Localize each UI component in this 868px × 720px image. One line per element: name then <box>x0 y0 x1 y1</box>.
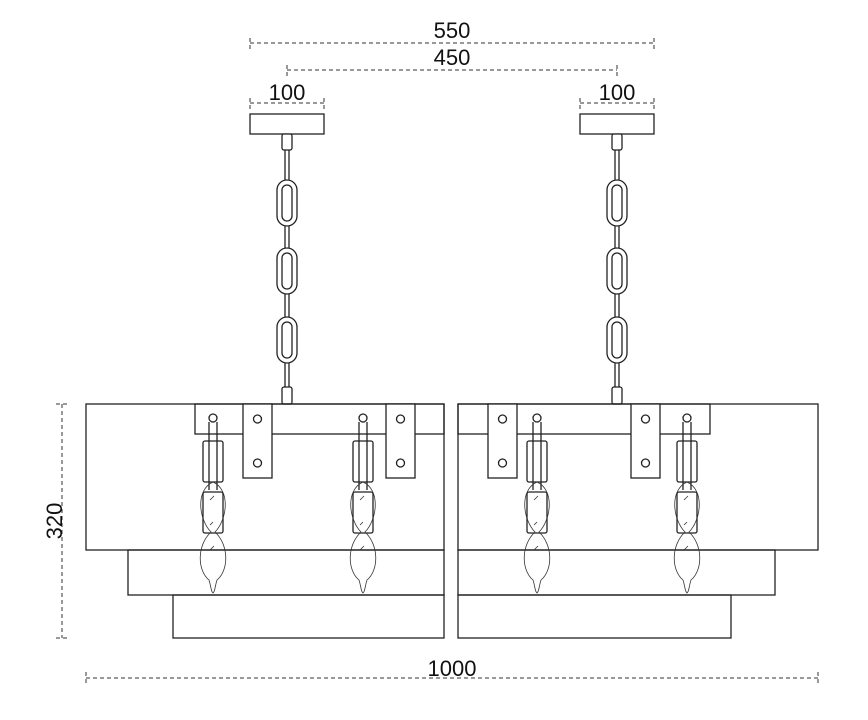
chain-link <box>276 247 298 295</box>
socket-lower <box>202 491 224 534</box>
chain-top-connector <box>281 133 293 151</box>
socket <box>526 440 548 483</box>
screw-hole <box>252 414 263 424</box>
chain-bottom-connector <box>611 386 623 405</box>
dimension-100-right: 100 <box>579 80 655 109</box>
bracket-plate <box>242 403 273 479</box>
screw-hole <box>395 414 406 424</box>
canopy-left <box>249 113 325 135</box>
dimension-100-left: 100 <box>249 80 325 109</box>
rod-hole <box>358 413 368 423</box>
dimension-550: 550 <box>249 18 655 49</box>
chains <box>276 133 628 405</box>
bulb-rod <box>682 422 692 490</box>
chain-link <box>606 316 628 364</box>
dimension-label-450: 450 <box>434 45 471 70</box>
chain-link-inner <box>281 184 293 222</box>
socket-lower <box>352 491 374 534</box>
socket <box>352 440 374 483</box>
bracket-plate <box>630 403 661 479</box>
chain-link <box>276 316 298 364</box>
screw-hole <box>395 458 406 468</box>
bulb-rod <box>532 422 542 490</box>
bulb-rod <box>358 422 368 490</box>
bulb <box>523 413 551 594</box>
screw-hole <box>640 414 651 424</box>
chain-link-inner <box>611 252 623 290</box>
canopy-right <box>579 113 655 135</box>
socket-lower <box>676 491 698 534</box>
filament <box>209 495 215 551</box>
chain-bottom-connector <box>281 386 293 405</box>
bracket <box>385 403 416 479</box>
bulb-glass <box>673 481 701 594</box>
chain-link-inner <box>611 184 623 222</box>
socket-lower <box>526 491 548 534</box>
mounting-bar-left <box>194 403 445 435</box>
bracket-plate <box>487 403 518 479</box>
dimension-1000: 1000 <box>85 656 819 684</box>
dimension-320: 320 <box>42 403 68 639</box>
bracket <box>487 403 518 479</box>
filament <box>683 495 689 551</box>
chain-top-connector <box>611 133 623 151</box>
chain-link-inner <box>611 321 623 359</box>
filament <box>359 495 365 551</box>
bulb-glass <box>199 481 227 594</box>
chain-link-inner <box>281 252 293 290</box>
dimension-label-320: 320 <box>42 503 67 540</box>
socket <box>676 440 698 483</box>
brackets <box>242 403 661 479</box>
dimension-label-100-left: 100 <box>269 80 306 105</box>
bracket <box>242 403 273 479</box>
chain-link <box>606 247 628 295</box>
shade-tier-2-left <box>127 549 445 596</box>
bulb-glass <box>349 481 377 594</box>
bracket-plate <box>385 403 416 479</box>
bulb-glass <box>523 481 551 594</box>
screw-hole <box>640 458 651 468</box>
bulb <box>349 413 377 594</box>
screw-hole <box>252 458 263 468</box>
shade-tier-3-right <box>457 594 732 639</box>
dimension-label-100-right: 100 <box>599 80 636 105</box>
screw-hole <box>497 414 508 424</box>
socket <box>202 440 224 483</box>
chain-link <box>606 179 628 227</box>
dimension-450: 450 <box>286 45 618 76</box>
bulb <box>673 413 701 594</box>
bracket <box>630 403 661 479</box>
mounting-bar-right <box>457 403 711 435</box>
chain-link-inner <box>281 321 293 359</box>
dimension-label-1000: 1000 <box>428 656 477 681</box>
rod-hole <box>208 413 218 423</box>
chain-right <box>606 133 628 405</box>
rod-hole <box>682 413 692 423</box>
rod-hole <box>532 413 542 423</box>
bulb-rod <box>208 422 218 490</box>
bulbs <box>199 413 701 594</box>
screw-hole <box>497 458 508 468</box>
chain-link <box>276 179 298 227</box>
shade-tier-3-left <box>172 594 445 639</box>
shade-tier-2-right <box>457 549 776 596</box>
filament <box>533 495 539 551</box>
chain-left <box>276 133 298 405</box>
bulb <box>199 413 227 594</box>
dimension-label-550: 550 <box>434 18 471 43</box>
